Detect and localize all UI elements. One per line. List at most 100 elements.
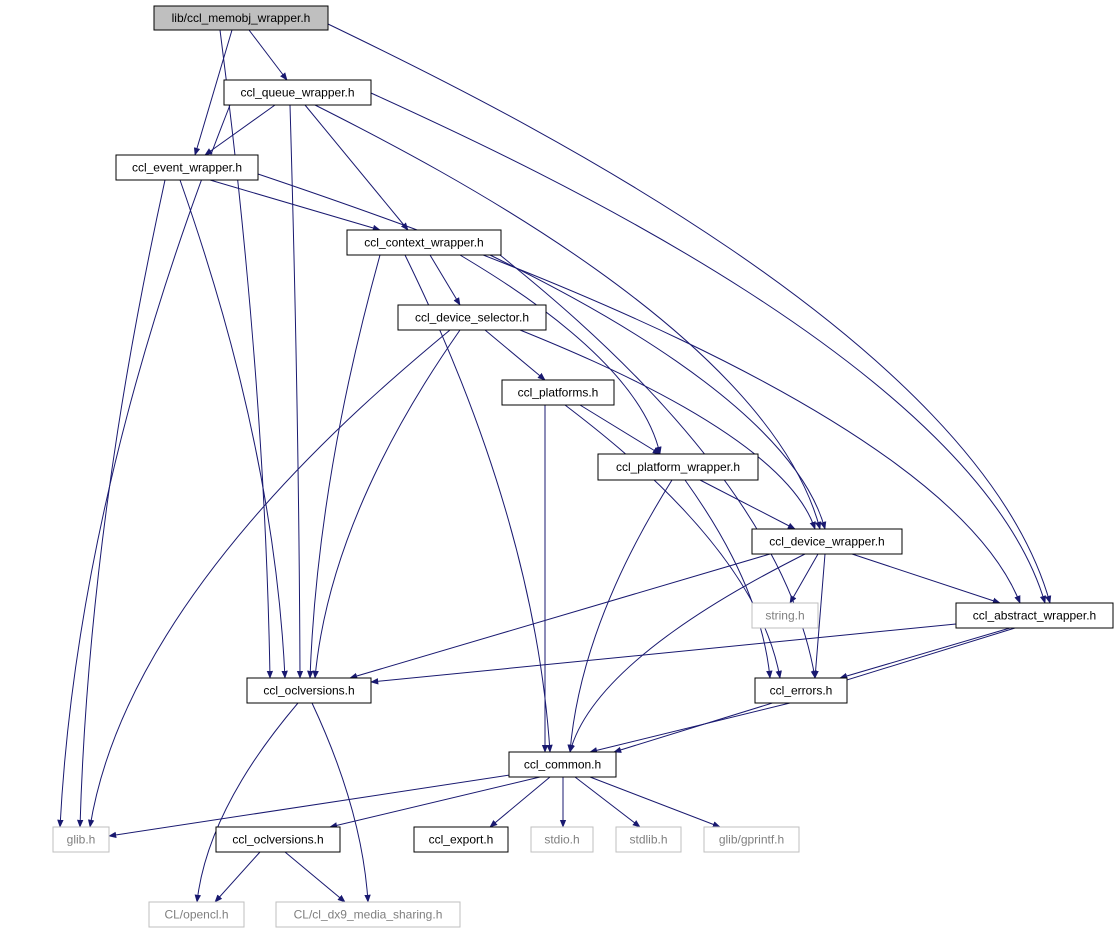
edge-oclv1-to-opencl <box>194 702 299 903</box>
node-label: ccl_common.h <box>524 758 601 772</box>
edge-event-to-glib <box>77 179 166 828</box>
edge-common-to-stdlib <box>574 776 641 828</box>
node-label: ccl_platform_wrapper.h <box>616 460 740 474</box>
edge-oclv1-to-dx9 <box>311 702 371 903</box>
node-queue[interactable]: ccl_queue_wrapper.h <box>223 79 372 106</box>
node-stdio: stdio.h <box>530 826 594 853</box>
node-box <box>703 826 800 853</box>
edge-abstract-to-errors <box>839 627 1011 680</box>
edge-devwrap-to-errors <box>812 553 826 679</box>
node-label: lib/ccl_memobj_wrapper.h <box>172 11 311 25</box>
node-label: ccl_event_wrapper.h <box>132 161 242 175</box>
node-dx9: CL/cl_dx9_media_sharing.h <box>275 901 461 928</box>
node-event[interactable]: ccl_event_wrapper.h <box>115 154 259 181</box>
edge-context-to-common <box>404 254 553 753</box>
edge-event-to-context <box>209 179 381 232</box>
node-platwrap[interactable]: ccl_platform_wrapper.h <box>597 453 759 481</box>
node-label: string.h <box>765 609 804 623</box>
edge-devsel-to-glib <box>87 329 451 828</box>
node-box <box>751 602 819 629</box>
edge-devsel-to-oclv1 <box>312 329 461 679</box>
node-box <box>246 677 372 704</box>
node-label: ccl_queue_wrapper.h <box>240 86 354 100</box>
node-devwrap[interactable]: ccl_device_wrapper.h <box>751 528 903 555</box>
node-box <box>751 528 903 555</box>
node-abstract[interactable]: ccl_abstract_wrapper.h <box>955 602 1114 629</box>
node-label: ccl_oclversions.h <box>232 833 323 847</box>
node-box <box>115 154 259 181</box>
node-label: ccl_errors.h <box>770 684 833 698</box>
edge-common-to-oclv2 <box>329 776 541 829</box>
node-box <box>530 826 594 853</box>
node-box <box>397 304 547 331</box>
node-opencl: CL/opencl.h <box>148 901 245 928</box>
node-label: glib.h <box>67 833 96 847</box>
edge-devwrap-to-string <box>789 553 819 604</box>
node-label: ccl_oclversions.h <box>263 684 354 698</box>
edge-root-to-queue <box>248 29 288 81</box>
node-box <box>955 602 1114 629</box>
edge-context-to-devsel <box>429 254 461 306</box>
edge-errors-to-common <box>589 702 791 754</box>
edge-devwrap-to-abstract <box>851 553 1001 604</box>
node-box <box>754 677 848 704</box>
edge-queue-to-abstract <box>370 92 1047 604</box>
node-label: ccl_abstract_wrapper.h <box>973 609 1096 623</box>
edge-queue-to-context <box>304 104 409 231</box>
nodes-layer: lib/ccl_memobj_wrapper.h ccl_queue_wrappe… <box>52 5 1114 928</box>
node-box <box>215 826 341 853</box>
node-root[interactable]: lib/ccl_memobj_wrapper.h <box>153 5 329 31</box>
node-box <box>413 826 509 853</box>
node-box <box>615 826 682 853</box>
edge-platforms-to-platwrap <box>579 404 661 455</box>
edge-queue-to-devwrap <box>314 104 822 530</box>
edge-devwrap-to-common <box>568 553 806 753</box>
edge-queue-to-event <box>204 104 276 156</box>
edge-context-to-platwrap <box>459 254 662 455</box>
edge-context-to-devwrap <box>489 254 827 530</box>
edge-common-to-export <box>489 776 551 828</box>
node-box <box>153 5 329 31</box>
node-box <box>501 379 615 406</box>
node-common[interactable]: ccl_common.h <box>508 751 617 778</box>
node-gprintf: glib/gprintf.h <box>703 826 800 853</box>
edge-devsel-to-devwrap <box>519 329 816 530</box>
node-export[interactable]: ccl_export.h <box>413 826 509 853</box>
node-label: ccl_export.h <box>429 833 494 847</box>
edge-event-to-abstract <box>257 173 1021 604</box>
node-box <box>275 901 461 928</box>
edge-platwrap-to-devwrap <box>699 479 796 530</box>
edge-common-to-glib <box>108 774 511 839</box>
edge-platforms-to-errors <box>564 404 782 679</box>
edge-event-to-oclv1 <box>179 179 288 679</box>
node-label: stdlib.h <box>629 833 667 847</box>
edge-root-to-abstract <box>327 23 1052 604</box>
node-stdlib: stdlib.h <box>615 826 682 853</box>
edge-platwrap-to-errors <box>684 479 773 679</box>
edge-oclv2-to-opencl <box>214 851 261 903</box>
edge-abstract-to-oclv1 <box>370 623 957 685</box>
node-oclv2[interactable]: ccl_oclversions.h <box>215 826 341 853</box>
node-box <box>508 751 617 778</box>
node-errors[interactable]: ccl_errors.h <box>754 677 848 704</box>
node-platforms[interactable]: ccl_platforms.h <box>501 379 615 406</box>
node-box <box>346 229 502 256</box>
node-context[interactable]: ccl_context_wrapper.h <box>346 229 502 256</box>
node-glib: glib.h <box>52 826 110 853</box>
node-label: ccl_device_selector.h <box>415 311 529 325</box>
edge-devwrap-to-oclv1 <box>349 553 771 680</box>
node-label: stdio.h <box>544 833 579 847</box>
node-box <box>52 826 110 853</box>
edge-devsel-to-platforms <box>484 329 546 381</box>
edge-root-to-oclv1 <box>219 29 274 679</box>
edges-layer <box>57 23 1052 903</box>
node-string: string.h <box>751 602 819 629</box>
node-box <box>148 901 245 928</box>
edge-platwrap-to-common <box>567 479 673 753</box>
node-oclv1[interactable]: ccl_oclversions.h <box>246 677 372 704</box>
edge-oclv2-to-dx9 <box>284 851 346 903</box>
node-devsel[interactable]: ccl_device_selector.h <box>397 304 547 331</box>
edge-common-to-gprintf <box>589 776 721 828</box>
edge-root-to-event <box>193 29 233 156</box>
